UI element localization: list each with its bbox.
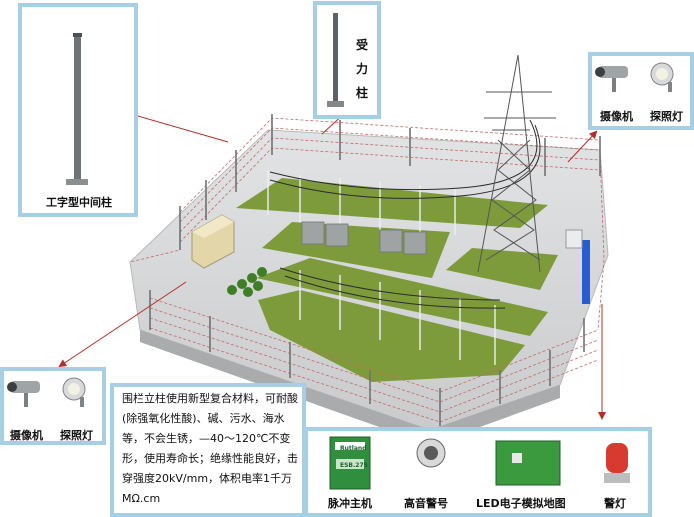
floodlight-right-label: 探照灯 [650,108,683,124]
camera-icon [595,66,628,92]
floodlight-icon [651,63,673,92]
camera-left-label: 摄像机 [10,427,43,443]
led-map-label: LED电子模拟地图 [476,495,566,511]
camera-right-label: 摄像机 [600,108,633,124]
floodlight-icon [63,378,85,407]
panel-description: 围栏立柱使用新型复合材料，可耐酸(除强氧化性酸)、碱、污水、海水等，不会生锈，—… [110,383,306,517]
stress-post-label: 受力柱 [355,33,369,105]
floodlight-left-label: 探照灯 [60,427,93,443]
siren-label: 高音警号 [404,495,448,511]
material-description: 围栏立柱使用新型复合材料，可耐酸(除强氧化性酸)、碱、污水、海水等，不会生锈，—… [122,389,298,509]
alarm-lamp-icon [604,443,630,483]
led-map-icon [496,441,560,485]
alarm-lamp-label: 警灯 [604,495,626,511]
camera-icon [7,381,40,407]
panel-alarm-devices: Rutland ESB.275 脉冲主机 高音警号 LED电子模拟地图 警灯 [304,427,652,517]
panel-stress-post: 受力柱 [313,1,381,119]
middle-post-label: 工字型中间柱 [46,194,112,210]
panel-middle-post: 工字型中间柱 [18,3,138,217]
panel-camera-floodlight-right: 摄像机 探照灯 [588,52,694,130]
siren-icon [417,439,445,467]
device-model: ESB.275 [340,462,368,469]
cable-enclosure [582,240,590,304]
device-brand: Rutland [340,445,366,452]
panel-camera-floodlight-left: 摄像机 探照灯 [0,367,106,445]
middle-post-icon [22,7,134,213]
pulse-host-label: 脉冲主机 [328,495,372,511]
